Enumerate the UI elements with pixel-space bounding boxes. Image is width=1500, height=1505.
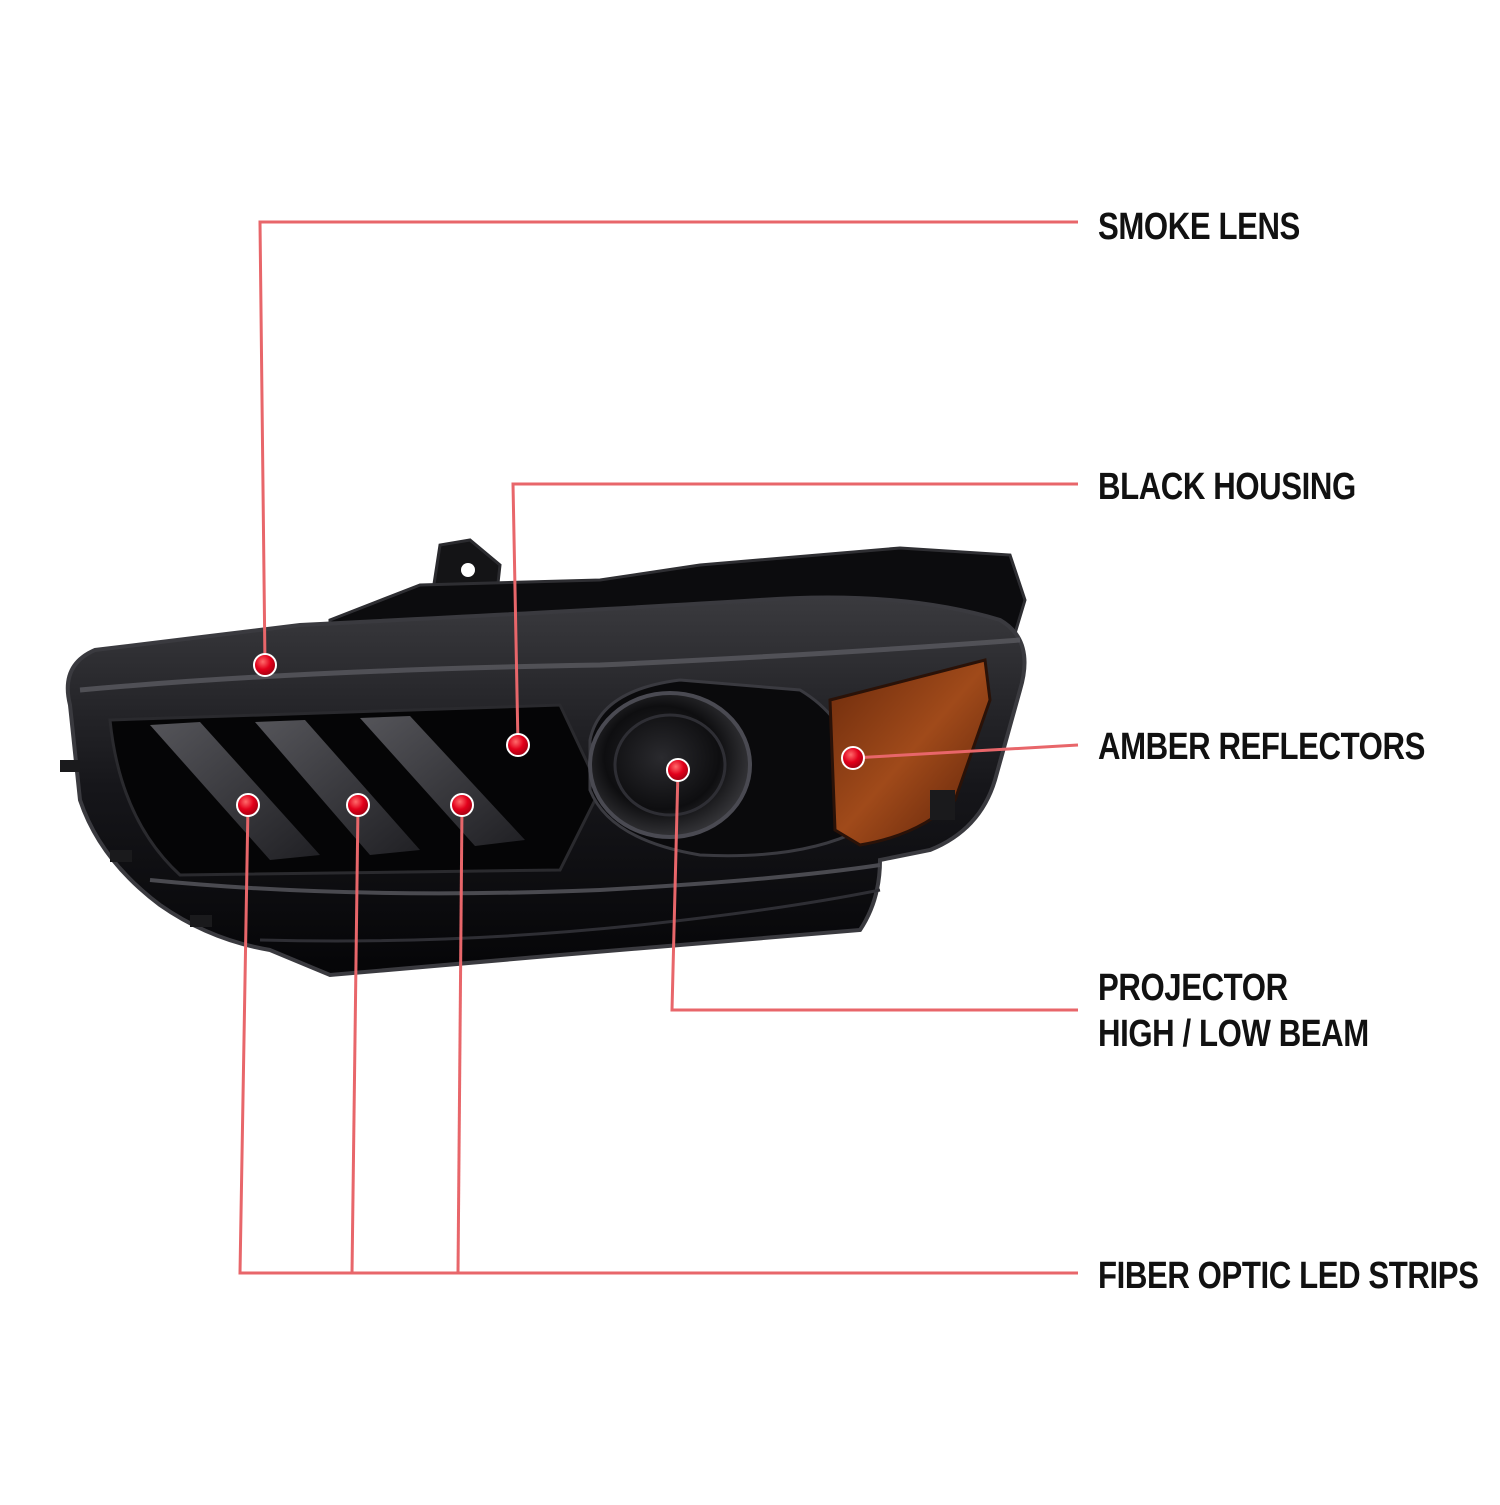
label-black-housing: BLACK HOUSING	[1098, 464, 1356, 510]
marker-smoke-lens	[253, 653, 277, 677]
markers	[236, 653, 865, 817]
fiber-strip-2	[255, 720, 420, 855]
headlight-image	[60, 538, 1027, 978]
marker-projector	[666, 758, 690, 782]
label-amber-reflectors-text: AMBER REFLECTORS	[1098, 726, 1425, 768]
label-black-housing-text: BLACK HOUSING	[1098, 466, 1356, 508]
label-fiber-optic-text: FIBER OPTIC LED STRIPS	[1098, 1255, 1479, 1297]
leader-smoke-lens	[258, 220, 1078, 666]
leader-black-housing	[511, 482, 1078, 746]
label-smoke-lens: SMOKE LENS	[1098, 204, 1300, 250]
label-projector-line2: HIGH / LOW BEAM	[1098, 1013, 1369, 1055]
leader-fiber-optic-3	[456, 804, 464, 1274]
leader-fiber-optic	[238, 804, 1078, 1275]
marker-fiber-3	[450, 793, 474, 817]
label-projector-line1: PROJECTOR	[1098, 967, 1288, 1009]
marker-fiber-1	[236, 793, 260, 817]
label-amber-reflectors: AMBER REFLECTORS	[1098, 724, 1425, 770]
leader-lines	[238, 220, 1079, 1275]
fiber-strip-1	[150, 722, 320, 860]
label-projector: PROJECTOR HIGH / LOW BEAM	[1098, 965, 1369, 1057]
marker-amber-reflectors	[841, 746, 865, 770]
leader-amber-reflectors	[852, 743, 1079, 760]
leader-fiber-optic-2	[350, 804, 360, 1274]
label-smoke-lens-text: SMOKE LENS	[1098, 206, 1300, 248]
fiber-strip-3	[360, 716, 525, 846]
leader-projector	[670, 769, 1078, 1012]
marker-fiber-2	[346, 793, 370, 817]
label-fiber-optic: FIBER OPTIC LED STRIPS	[1098, 1253, 1479, 1299]
marker-black-housing	[506, 733, 530, 757]
